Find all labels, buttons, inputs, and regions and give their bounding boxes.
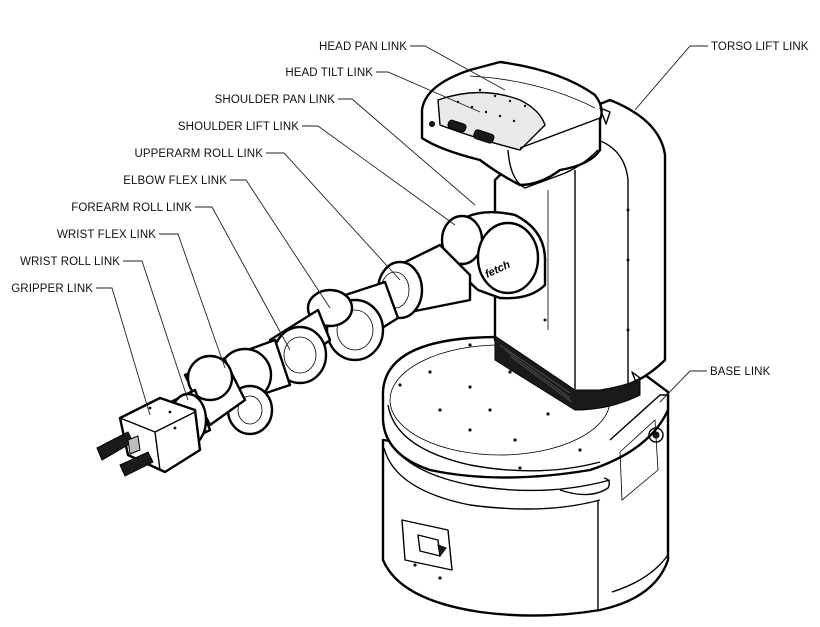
base-body <box>381 335 670 617</box>
leader-lines <box>96 45 708 416</box>
head-body <box>420 60 611 189</box>
label-forearm-roll-link: FOREARM ROLL LINK <box>71 202 192 214</box>
label-gripper-link: GRIPPER LINK <box>11 283 93 295</box>
label-torso-lift-link: TORSO LIFT LINK <box>711 41 809 53</box>
label-head-pan-link: HEAD PAN LINK <box>319 41 407 53</box>
label-base-link: BASE LINK <box>710 366 771 378</box>
label-elbow-flex-link: ELBOW FLEX LINK <box>123 175 227 187</box>
label-head-tilt-link: HEAD TILT LINK <box>285 67 373 79</box>
label-shoulder-lift-link: SHOULDER LIFT LINK <box>178 121 299 133</box>
robot-illustration: fetch <box>96 60 670 617</box>
label-wrist-roll-link: WRIST ROLL LINK <box>20 256 120 268</box>
label-upperarm-roll-link: UPPERARM ROLL LINK <box>134 148 263 160</box>
labels: HEAD PAN LINK HEAD TILT LINK SHOULDER PA… <box>11 41 809 378</box>
base-plate-dots <box>398 343 582 580</box>
arm-body: fetch <box>96 211 547 477</box>
label-wrist-flex-link: WRIST FLEX LINK <box>57 229 156 241</box>
label-shoulder-pan-link: SHOULDER PAN LINK <box>215 94 336 106</box>
